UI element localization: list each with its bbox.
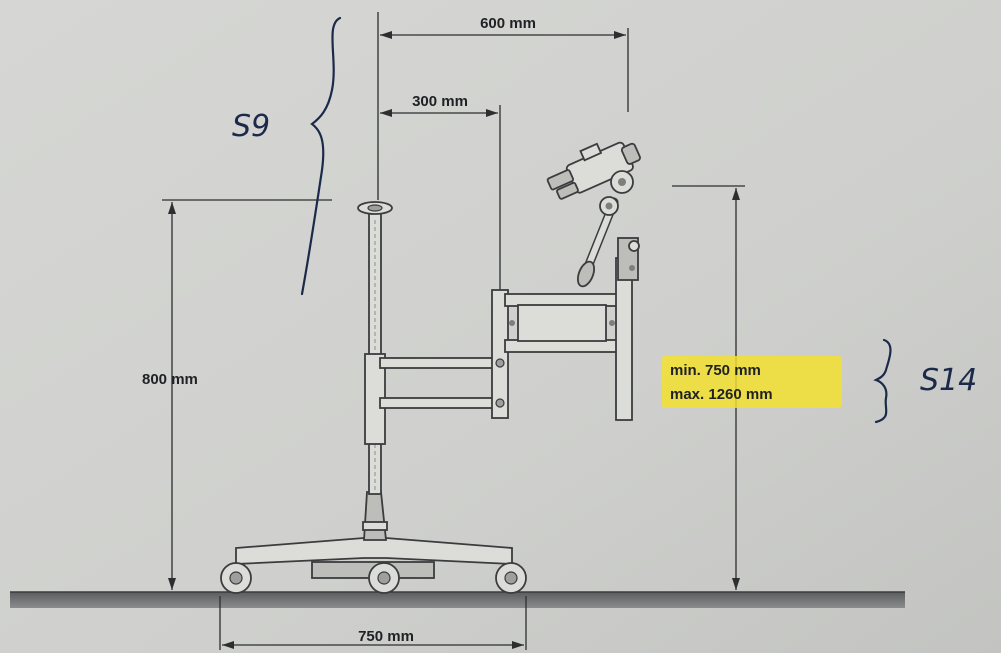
label-750: 750 mm	[358, 628, 414, 645]
label-height-min: min. 750 mm	[670, 362, 761, 379]
stand	[220, 141, 641, 594]
dimension-300	[380, 105, 501, 292]
floor	[10, 592, 905, 608]
eyepiece	[546, 169, 575, 191]
label-height-max: max. 1260 mm	[670, 386, 773, 403]
dimension-600	[377, 12, 629, 200]
label-600: 600 mm	[480, 15, 536, 32]
arm-upper	[379, 357, 497, 369]
handwritten-note-right: S14	[920, 363, 977, 398]
label-800: 800 mm	[142, 371, 198, 388]
height-highlight	[662, 356, 842, 408]
dimension-750	[219, 596, 527, 650]
arm-lower	[379, 397, 497, 409]
carrier-panel	[517, 304, 607, 342]
objective	[620, 142, 641, 165]
dimension-800	[162, 199, 332, 590]
head-post	[615, 257, 633, 421]
arm-joint	[491, 289, 509, 419]
label-300: 300 mm	[412, 93, 468, 110]
handwritten-note-left: S9	[232, 109, 270, 144]
microscope-head	[546, 141, 641, 200]
handle-grip	[576, 260, 596, 288]
handwritten-brace-right	[873, 338, 892, 424]
handwritten-brace-left	[300, 16, 342, 296]
